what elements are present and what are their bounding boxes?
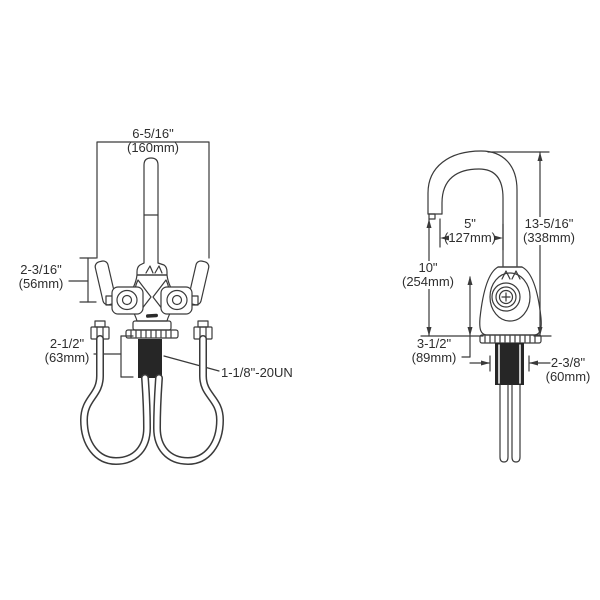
dim-inches: 2-1/2" <box>49 336 85 351</box>
dim-lines-body-height <box>461 276 473 358</box>
dim-inches: 13-5/16" <box>524 216 574 231</box>
side-base-and-shank <box>479 334 542 463</box>
dim-lines-spout-reach <box>439 218 504 251</box>
dim-inches: 2-3/8" <box>550 355 586 370</box>
leader-thread-callout <box>163 355 220 372</box>
dim-mm: (63mm) <box>44 350 90 365</box>
dim-mm: (56mm) <box>18 276 64 291</box>
dim-label-spout-height: 10" (254mm) <box>399 260 457 289</box>
side-view-drawing <box>420 150 552 463</box>
supply-tube-left <box>499 384 509 463</box>
front-base-and-shank <box>125 320 179 378</box>
dim-mm: (89mm) <box>411 350 457 365</box>
dim-label-spout-reach: 5" (127mm) <box>444 217 496 245</box>
dim-label-spread: 6-5/16" (160mm) <box>127 127 179 155</box>
dim-label-overall-height: 13-5/16" (338mm) <box>520 216 578 245</box>
dim-label-base-width: 2-3/8" (60mm) <box>546 356 591 384</box>
aerator-tip <box>428 213 436 220</box>
front-spout <box>136 157 168 276</box>
dim-inches: 3-1/2" <box>416 336 452 351</box>
dim-inches: 2-3/16" <box>20 262 62 277</box>
supply-hose-left <box>80 335 151 465</box>
side-body <box>479 266 542 336</box>
front-view-drawing <box>68 141 224 465</box>
supply-hose-right <box>153 335 224 465</box>
threaded-shank-front <box>138 339 162 378</box>
dim-label-shank-length: 2-1/2" (63mm) <box>45 337 90 365</box>
supply-tube-right <box>511 384 521 463</box>
dim-label-handle-height: 2-3/16" (56mm) <box>19 263 64 291</box>
dim-inches: 6-5/16" <box>132 126 174 141</box>
dim-mm: (254mm) <box>401 274 455 289</box>
gooseneck-spout <box>427 150 518 267</box>
dim-mm: (338mm) <box>522 230 576 245</box>
dim-label-body-height: 3-1/2" (89mm) <box>412 337 457 365</box>
dim-inches: 5" <box>464 216 476 231</box>
dim-inches: 10" <box>418 260 438 275</box>
dim-mm: (127mm) <box>443 230 497 245</box>
dim-lines-handle-height <box>68 257 97 303</box>
dim-label-thread: 1-1/8"-20UN <box>221 366 293 380</box>
supply-hoses <box>80 320 224 465</box>
front-valves-and-handles <box>94 260 210 315</box>
dim-lines-spread <box>96 141 210 259</box>
dim-mm: (160mm) <box>126 140 180 155</box>
brand-logo <box>145 313 158 318</box>
threaded-shank-side <box>495 343 524 385</box>
dim-lines-base-width <box>469 355 551 372</box>
dim-thread-spec: 1-1/8"-20UN <box>221 365 293 380</box>
dim-mm: (60mm) <box>545 369 591 384</box>
